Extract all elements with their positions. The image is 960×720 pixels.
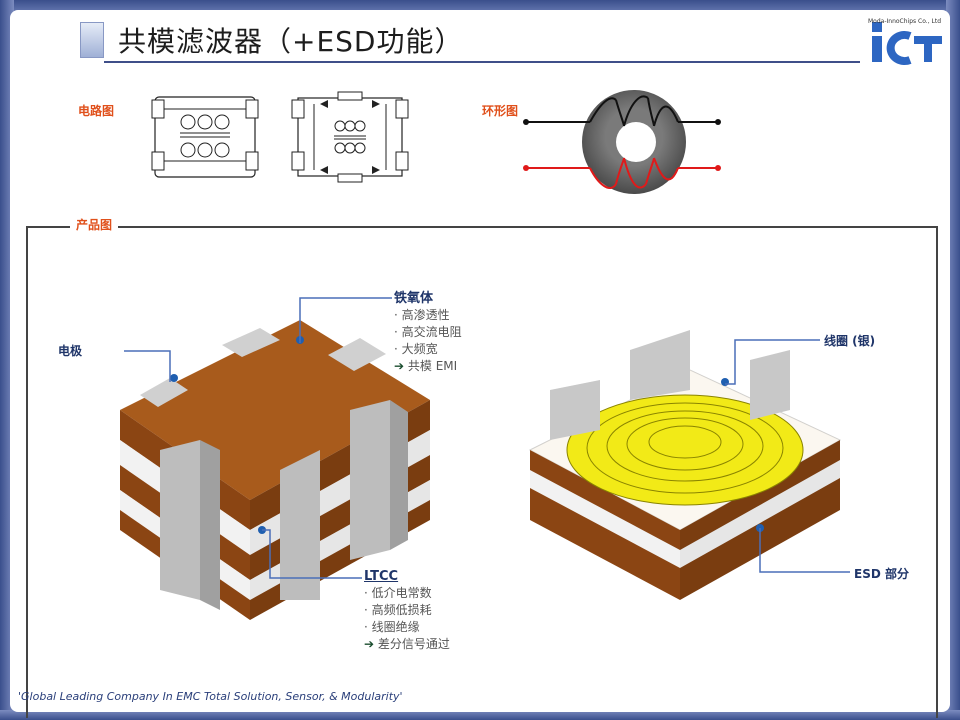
slide-canvas [10, 10, 950, 712]
electrode-label: 电极 [58, 344, 83, 358]
arrow-icon: ➔ [394, 359, 405, 373]
frame-bottom [0, 710, 960, 720]
ict-logo [872, 22, 942, 65]
product-label: 产品图 [70, 216, 119, 233]
ferrite-item: · 高渗透性 [394, 308, 450, 322]
ferrite-title: 铁氧体 [394, 291, 434, 306]
footer-tagline: 'Global Leading Company In EMC Total Sol… [18, 690, 403, 703]
title-accent [80, 22, 104, 58]
logo-subtitle: Moda-InnoChips Co., Ltd [868, 18, 942, 25]
circuit-diagram-esd [291, 91, 409, 183]
ltcc-arrow-text: 差分信号通过 [377, 637, 450, 651]
page-title: 共模滤波器（+ESD功能） [118, 25, 464, 58]
circuit-label: 电路图 [78, 104, 115, 118]
coil-chip-illustration [528, 330, 842, 600]
ferrite-item: · 大频宽 [394, 342, 438, 356]
esd-label: ESD 部分 [854, 567, 909, 581]
toroid-diagram [523, 90, 721, 194]
ferrite-arrow-text: 共模 EMI [407, 359, 458, 373]
ltcc-spec: LTCC · 低介电常数 · 高频低损耗 · 线圈绝缘 ➔ 差分信号通过 [364, 568, 450, 653]
ltcc-item: · 高频低损耗 [364, 603, 432, 617]
ltcc-item: · 低介电常数 [364, 586, 432, 600]
coil-label: 线圈 (银) [824, 334, 876, 348]
product-frame [26, 226, 938, 718]
ltcc-title: LTCC [364, 569, 399, 584]
title-underline [104, 61, 860, 63]
circuit-diagram-basic [151, 96, 259, 178]
ltcc-item: · 线圈绝缘 [364, 620, 420, 634]
ferrite-item: · 高交流电阻 [394, 325, 462, 339]
ltcc-chip-illustration [120, 320, 430, 620]
ferrite-spec: 铁氧体 · 高渗透性 · 高交流电阻 · 大频宽 ➔ 共模 EMI [394, 290, 462, 375]
arrow-icon: ➔ [364, 637, 375, 651]
toroid-label: 环形图 [482, 104, 519, 118]
